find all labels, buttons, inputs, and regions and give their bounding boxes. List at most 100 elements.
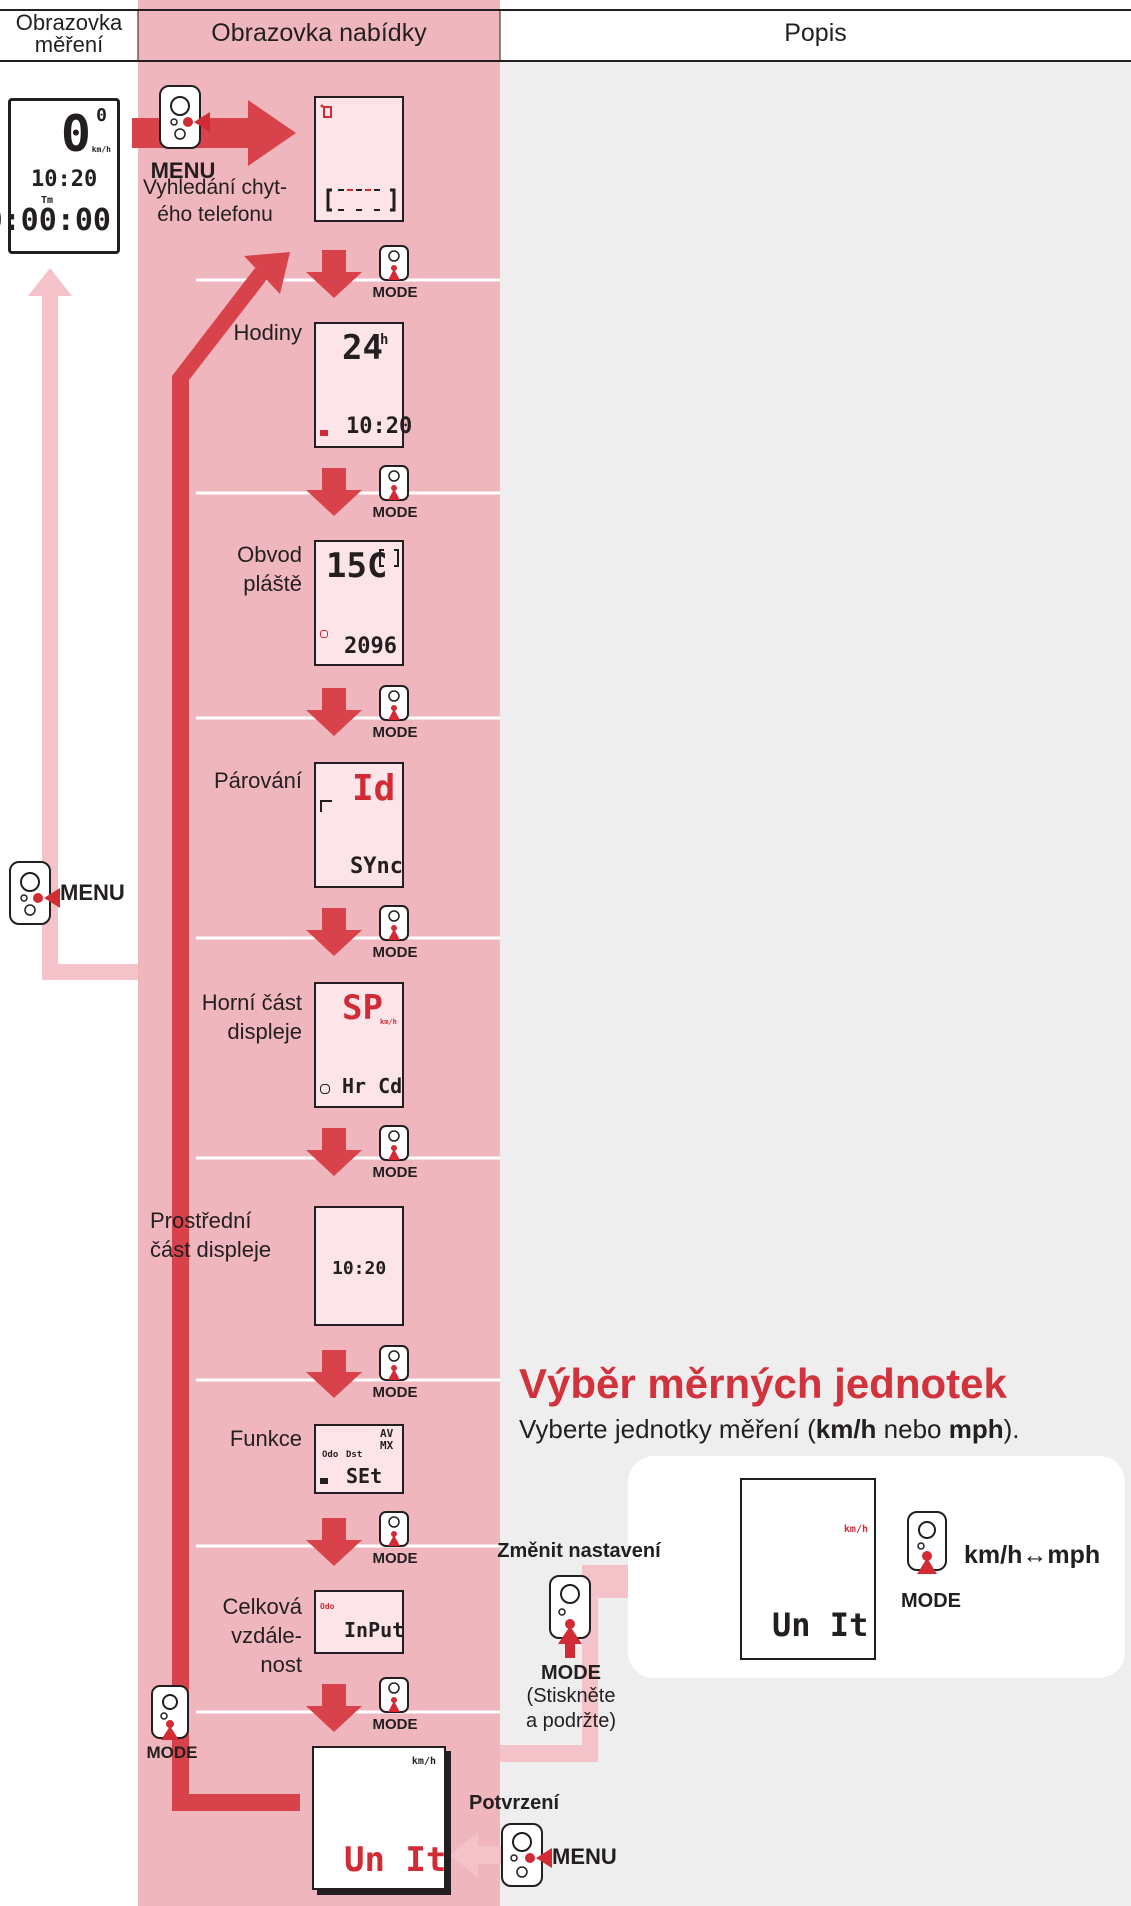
- label-middle-line1: Prostřední: [150, 1208, 252, 1233]
- device-mode-icon-loop[interactable]: [150, 1684, 194, 1744]
- mode-icon-step2[interactable]: [378, 464, 412, 504]
- lcd-clock-bottom: 10:20: [346, 414, 413, 439]
- change-setting-label-text: Změnit nastavení: [497, 1540, 661, 1562]
- confirm-menu-label: MENU: [552, 1846, 617, 1868]
- lcd-unit: km/h Un It: [312, 1746, 446, 1890]
- return-path: [42, 294, 138, 980]
- header-description: Popis: [500, 20, 1131, 47]
- lcd-pairing-sensor-icon: [320, 800, 332, 812]
- menu-entry-arrow: [132, 100, 296, 166]
- lcd-upper-heart-icon: [320, 1084, 330, 1094]
- lcd-clock-marker: [320, 430, 328, 436]
- lcd-function-odo: Odo: [322, 1450, 339, 1460]
- section-description: Vyberte jednotky měření (km/h nebo mph).: [519, 1414, 1020, 1445]
- label-odo: Celková vzdále- nost: [190, 1592, 302, 1679]
- lcd-clock-sup: h: [380, 332, 389, 348]
- confirm-arrow: [450, 1832, 502, 1878]
- mode-icon-step3[interactable]: [378, 684, 412, 724]
- unit-toggle-label: km/h↔mph: [964, 1541, 1101, 1569]
- section-title-text: Výběr měrných jednotek: [519, 1360, 1007, 1407]
- mode-icon-step4[interactable]: [378, 904, 412, 944]
- panel-lcd-unit-unit: km/h: [843, 1524, 868, 1535]
- measurement-speed-small: 0: [96, 105, 107, 126]
- lcd-tire: 15C 2096: [314, 540, 404, 666]
- label-tire: Obvod pláště: [170, 540, 302, 598]
- lcd-tire-bracket: [379, 549, 399, 567]
- lcd-clock-top: 24: [342, 328, 383, 368]
- lcd-middle: 10:20: [314, 1206, 404, 1326]
- device-menu-icon[interactable]: [158, 84, 212, 154]
- confirm-label: Potvrzení: [460, 1792, 568, 1814]
- lcd-middle-value: 10:20: [332, 1258, 387, 1279]
- label-clock-line1: Hodiny: [233, 320, 302, 345]
- return-arrowhead: [28, 268, 72, 296]
- mode-label-step4: MODE: [366, 942, 424, 964]
- mode-icon-step8[interactable]: [378, 1676, 412, 1716]
- device-menu-icon-left[interactable]: [8, 860, 62, 930]
- lcd-pairing-top: Id: [352, 768, 396, 809]
- lcd-function-avmx: AV MX: [380, 1427, 394, 1452]
- menu-column-band: [138, 0, 500, 1906]
- hold-instruction: (Stiskněte a podržte): [506, 1684, 636, 1734]
- mode-loop-label: MODE: [138, 1742, 206, 1764]
- header-menu-label: Obrazovka nabídky: [211, 19, 427, 47]
- measurement-clock: 10:20: [31, 167, 98, 192]
- lcd-function-bottom: SEt: [346, 1464, 383, 1488]
- mode-label-step6-text: MODE: [372, 1384, 418, 1401]
- device-mode-icon-panel[interactable]: [906, 1510, 950, 1588]
- label-odo-line1: Celková: [222, 1594, 302, 1619]
- confirm-label-text: Potvrzení: [468, 1792, 560, 1814]
- label-function: Funkce: [180, 1424, 302, 1453]
- mode-label-step8-text: MODE: [372, 1716, 418, 1733]
- mode-loop-arrowhead: [244, 252, 290, 294]
- mode-loop-label-text: MODE: [146, 1743, 198, 1762]
- unit-toggle-text: km/h↔mph: [964, 1541, 1101, 1569]
- hold-line2: a podržte): [525, 1710, 617, 1732]
- lcd-clock: 24 h 10:20: [314, 322, 412, 448]
- label-middle: Prostřední část displeje: [150, 1206, 306, 1264]
- mode-icon-step6[interactable]: [378, 1344, 412, 1384]
- menu-label-text: MENU: [150, 158, 216, 183]
- mode-label-step1: MODE: [366, 282, 424, 304]
- lcd-upper-top: SP: [342, 988, 383, 1028]
- mode-label-step4-text: MODE: [372, 944, 418, 961]
- mode-label-step7-text: MODE: [372, 1550, 418, 1567]
- search-dots: [326, 188, 396, 212]
- desc-kmh: km/h: [815, 1414, 877, 1444]
- lcd-pairing: Id SYnc: [314, 762, 404, 888]
- device-mode-icon-change[interactable]: [546, 1574, 596, 1660]
- menu-left-label-text: MENU: [60, 880, 125, 905]
- lcd-odo-label: Odo: [320, 1602, 335, 1611]
- measurement-time: 0:00:00: [0, 203, 111, 238]
- label-odo-line3: nost: [260, 1652, 302, 1677]
- change-setting-label: Změnit nastavení: [476, 1540, 682, 1562]
- label-upper-line1: Horní část: [201, 990, 302, 1015]
- lcd-smartphone-search: [314, 96, 404, 222]
- mode-label-step3: MODE: [366, 722, 424, 744]
- unit-panel: [628, 1456, 1125, 1678]
- mode-label-step7: MODE: [366, 1548, 424, 1570]
- header-description-label: Popis: [784, 19, 847, 47]
- lcd-upper-unit: km/h: [380, 1018, 397, 1026]
- lcd-odo-bottom: InPut: [344, 1618, 405, 1642]
- mode-loop-path: [172, 268, 300, 1811]
- lcd-upper: SP km/h Hr Cd: [314, 982, 404, 1108]
- mode-icon-step1[interactable]: [378, 244, 412, 284]
- panel-mode-label-text: MODE: [901, 1590, 961, 1612]
- panel-mode-label: MODE: [896, 1590, 966, 1612]
- mode-icon-step7[interactable]: [378, 1510, 412, 1550]
- label-tire-line2: pláště: [243, 571, 302, 596]
- lcd-tire-marker: [320, 630, 328, 638]
- phone-icon: [320, 104, 332, 118]
- mode-label-step8: MODE: [366, 1714, 424, 1736]
- desc-prefix: Vyberte jednotky měření (: [519, 1414, 816, 1444]
- lcd-odo: Odo InPut: [314, 1590, 404, 1654]
- mode-icon-step5[interactable]: [378, 1124, 412, 1164]
- label-upper: Horní část displeje: [160, 988, 302, 1046]
- header-measurement-label: Obrazovka měření: [15, 10, 123, 57]
- panel-lcd-unit: km/h Un It: [740, 1478, 876, 1660]
- device-menu-icon-confirm[interactable]: [500, 1822, 554, 1892]
- lcd-tire-bottom: 2096: [344, 634, 397, 659]
- header-menu: Obrazovka nabídky: [138, 20, 500, 47]
